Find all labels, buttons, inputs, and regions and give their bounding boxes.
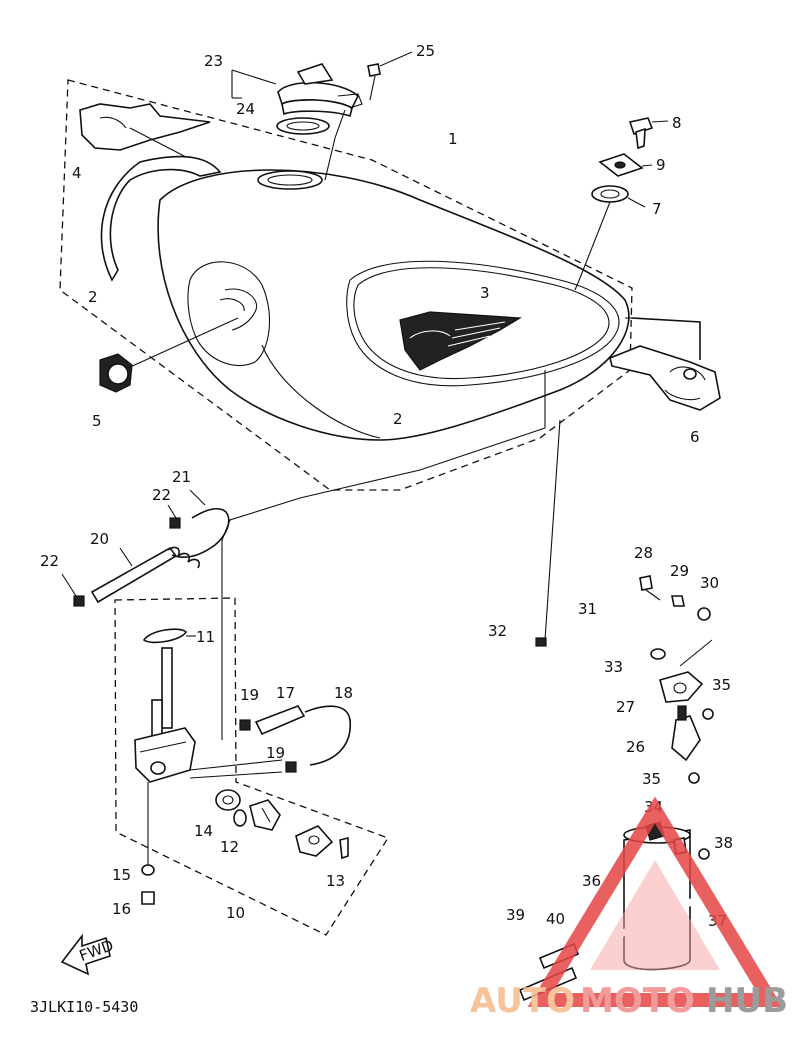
- watermark-logo: AUTO MOTO HUB: [470, 796, 788, 1021]
- label-10: 10: [226, 904, 245, 922]
- decal-4: [79, 103, 211, 151]
- label-11: 11: [196, 628, 215, 646]
- trim-strip-2-left: [100, 155, 222, 282]
- fuel-tank: [157, 169, 630, 441]
- clamp-33: [650, 648, 666, 660]
- washer-30: [697, 607, 711, 621]
- watermark-triangle-icon: [527, 796, 783, 1007]
- label-2a: 2: [88, 288, 98, 306]
- label-15: 15: [112, 866, 131, 884]
- label-36: 36: [582, 872, 601, 890]
- label-26: 26: [626, 738, 645, 756]
- part-labels: 1 2 2 3 4 5 6 7 8 9 10 11 12 13 14 15 16…: [40, 42, 733, 930]
- fuel-cock-10: [134, 647, 283, 868]
- gasket-24: [276, 117, 330, 135]
- label-38: 38: [714, 834, 733, 852]
- lever: [249, 799, 281, 831]
- label-19a: 19: [240, 686, 259, 704]
- label-35a: 35: [712, 676, 731, 694]
- label-2b: 2: [393, 410, 403, 428]
- label-5: 5: [92, 412, 102, 430]
- fwd-arrow: FWD: [60, 933, 116, 976]
- label-4: 4: [72, 164, 82, 182]
- tank-emblem-3: [399, 311, 522, 371]
- clip-22-upper: [167, 504, 181, 529]
- label-3: 3: [480, 284, 490, 302]
- clip-38: [698, 848, 710, 860]
- bracket-27: [659, 639, 713, 703]
- clip-35-lower: [688, 772, 700, 784]
- washer-15: [141, 864, 155, 876]
- hose-17: [254, 705, 306, 736]
- fuel-cap-23: [277, 63, 363, 118]
- fuel-hose-20: [90, 546, 178, 604]
- label-35b: 35: [642, 770, 661, 788]
- label-23: 23: [204, 52, 223, 70]
- bolt-8: [628, 117, 669, 150]
- label-24: 24: [236, 100, 255, 118]
- label-39: 39: [506, 906, 525, 924]
- label-1: 1: [448, 130, 458, 148]
- nut-29: [671, 595, 685, 607]
- screw-13: [339, 836, 349, 860]
- label-32: 32: [488, 622, 507, 640]
- o-ring-12: [233, 809, 247, 827]
- label-13: 13: [326, 872, 345, 890]
- grommet-5: [99, 317, 239, 393]
- label-8: 8: [672, 114, 682, 132]
- spring-18: [304, 705, 352, 766]
- label-17: 17: [276, 684, 295, 702]
- label-30: 30: [700, 574, 719, 592]
- label-40: 40: [546, 910, 565, 928]
- fuel-cock-boundary: [114, 597, 389, 936]
- label-29: 29: [670, 562, 689, 580]
- label-28: 28: [634, 544, 653, 562]
- screw-25: [367, 51, 413, 101]
- svg-text:MOTO: MOTO: [580, 981, 695, 1021]
- clip-11: [142, 628, 196, 644]
- tank-assembly-boundary: [59, 79, 633, 491]
- label-27: 27: [616, 698, 635, 716]
- label-21: 21: [172, 468, 191, 486]
- clip-22-left: [61, 573, 85, 607]
- label-7: 7: [652, 200, 662, 218]
- label-33: 33: [604, 658, 623, 676]
- clip-19-lower: [285, 761, 297, 773]
- label-19b: 19: [266, 744, 285, 762]
- svg-text:HUB: HUB: [706, 981, 788, 1021]
- label-22a: 22: [152, 486, 171, 504]
- diagram-code: 3JLKI10-5430: [30, 998, 138, 1016]
- clip-35-upper: [702, 708, 714, 720]
- bracket-6: [609, 317, 721, 411]
- screw-16: [141, 891, 155, 905]
- label-20: 20: [90, 530, 109, 548]
- label-9: 9: [656, 156, 666, 174]
- label-6: 6: [690, 428, 700, 446]
- damper-7: [574, 185, 646, 291]
- label-12: 12: [220, 838, 239, 856]
- strainer-14: [215, 789, 241, 811]
- clip-19-upper: [239, 719, 251, 731]
- label-25: 25: [416, 42, 435, 60]
- label-31: 31: [578, 600, 597, 618]
- hose-31-inner: [528, 618, 656, 680]
- spring-21: [167, 489, 230, 569]
- washer-9: [598, 153, 653, 177]
- valve-26: [671, 705, 701, 762]
- bolt-28: [639, 575, 661, 601]
- clip-32: [535, 637, 547, 647]
- label-18: 18: [334, 684, 353, 702]
- label-22b: 22: [40, 552, 59, 570]
- label-16: 16: [112, 900, 131, 918]
- label-14: 14: [194, 822, 213, 840]
- svg-text:AUTO: AUTO: [470, 981, 575, 1021]
- plate: [295, 825, 334, 857]
